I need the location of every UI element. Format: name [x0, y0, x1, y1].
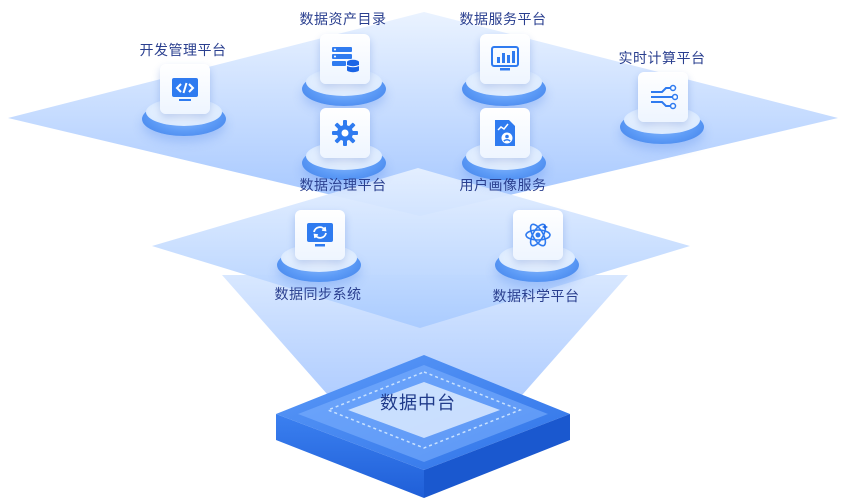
node-dev-management[interactable] — [142, 64, 226, 136]
user-report-icon — [495, 120, 515, 146]
atom-icon — [525, 223, 551, 247]
circuit-flow-icon — [651, 84, 678, 110]
bar-chart-monitor-icon — [491, 46, 519, 71]
node-data-governance[interactable] — [302, 108, 386, 180]
node-label-data-sync: 数据同步系统 — [274, 287, 362, 303]
gear-icon — [332, 120, 358, 146]
node-data-service[interactable] — [462, 34, 546, 106]
top-plane — [8, 12, 838, 216]
core-label: 数据中台 — [380, 393, 456, 414]
core-slab — [276, 355, 570, 498]
node-realtime-compute[interactable] — [620, 72, 704, 144]
node-label-dev-management: 开发管理平台 — [139, 43, 227, 59]
node-label-data-governance: 数据治理平台 — [299, 178, 387, 194]
node-label-data-service: 数据服务平台 — [459, 12, 547, 28]
node-data-science[interactable] — [495, 210, 579, 282]
light-beam — [222, 275, 628, 420]
sync-monitor-icon — [307, 223, 333, 247]
node-user-profile[interactable] — [462, 108, 546, 180]
node-label-data-science: 数据科学平台 — [492, 289, 580, 305]
code-icon — [172, 78, 198, 101]
node-data-sync[interactable] — [277, 210, 361, 282]
node-data-asset-catalog[interactable] — [302, 34, 386, 106]
middle-plane — [152, 168, 690, 328]
database-server-icon — [332, 47, 360, 73]
node-label-user-profile: 用户画像服务 — [459, 178, 547, 194]
node-label-realtime-compute: 实时计算平台 — [618, 51, 706, 67]
node-label-data-asset-catalog: 数据资产目录 — [299, 12, 387, 28]
